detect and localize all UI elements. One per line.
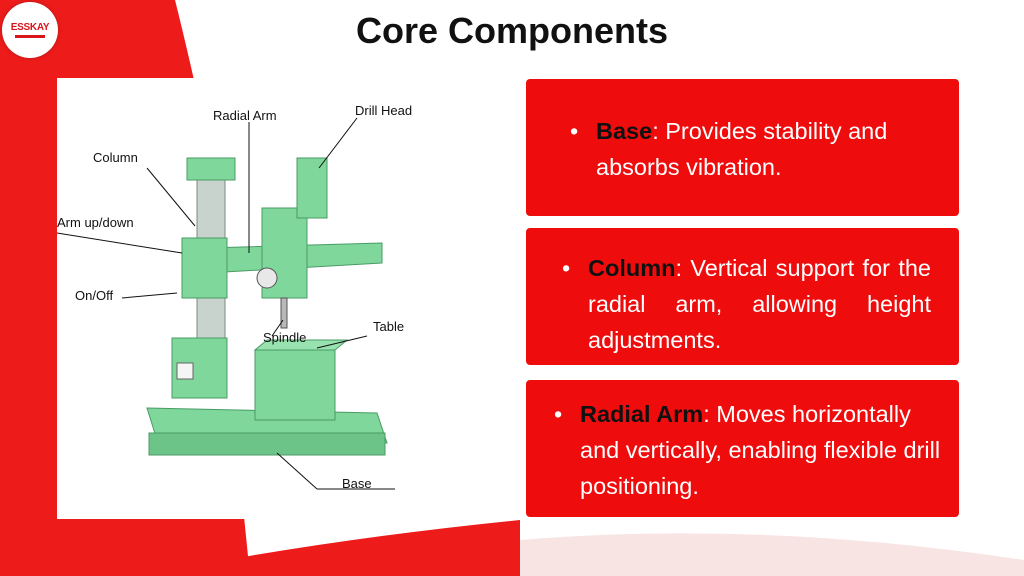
label-radial-arm: Radial Arm <box>213 108 277 123</box>
card-description: : Provides stability and absorbs vibrati… <box>596 118 888 180</box>
card-base: • Base: Provides stability and absorbs v… <box>526 79 959 216</box>
bullet-icon: • <box>562 255 571 281</box>
card-term: Column <box>588 255 676 281</box>
logo-underline <box>15 35 45 38</box>
label-drill-head: Drill Head <box>355 103 413 118</box>
label-column: Column <box>93 150 138 165</box>
bullet-icon: • <box>554 401 563 427</box>
page-title: Core Components <box>355 10 668 51</box>
switch-box <box>176 362 194 380</box>
card-term: Radial Arm <box>580 401 704 427</box>
feed-wheel <box>256 267 278 289</box>
card-term: Base <box>596 118 653 144</box>
card-radial-arm: • Radial Arm: Moves horizontally and ver… <box>526 380 959 517</box>
radial-drill-diagram: Radial Arm Drill Head Column Arm up/down… <box>56 78 477 519</box>
column-cap <box>186 157 236 181</box>
bullet-icon: • <box>570 118 579 144</box>
label-spindle: Spindle <box>263 330 307 345</box>
drill-motor <box>296 157 328 219</box>
card-description: : Vertical support for the radial arm, a… <box>588 255 931 353</box>
logo-text: ESSKAY <box>10 22 50 33</box>
machine-illustration <box>56 117 395 490</box>
label-base: Base <box>342 476 372 491</box>
company-logo: ESSKAY <box>2 2 58 58</box>
machine-base-front <box>148 432 386 456</box>
table-top <box>253 339 349 351</box>
machine-table <box>254 349 336 421</box>
label-onoff: On/Off <box>75 288 114 303</box>
label-arm-updown: Arm up/down <box>57 215 134 230</box>
label-table: Table <box>373 319 405 334</box>
machine-spindle <box>280 297 288 329</box>
card-column: • Column: Vertical support for the radia… <box>526 228 959 365</box>
arm-carriage <box>181 237 228 299</box>
card-description: : Moves horizontally and vertically, ena… <box>580 401 941 499</box>
